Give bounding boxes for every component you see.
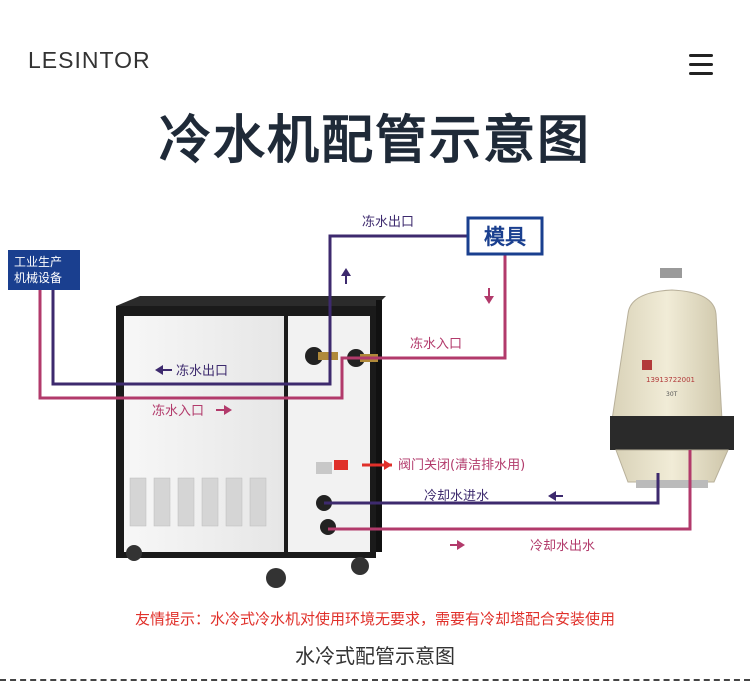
warning-note: 友情提示：水冷式冷水机对使用环境无要求，需要有冷却塔配合安装使用 <box>134 610 615 628</box>
tower-capacity-text: 30T <box>666 391 678 398</box>
tower-phone-text: 13913722001 <box>646 376 695 384</box>
industrial-box-line-2: 机械设备 <box>14 270 62 285</box>
label-cooling-out: 冷却水出水 <box>530 539 595 554</box>
mold-box-label: 模具 <box>484 225 526 249</box>
label-chilled-in-left: 冻水入口 <box>152 403 204 419</box>
chiller-unit <box>116 296 386 588</box>
brand-logo-text: LESINTOR <box>28 47 151 73</box>
industrial-equipment-box <box>8 250 80 290</box>
label-cooling-in: 冷却水进水 <box>424 489 489 504</box>
mold-box <box>466 216 544 256</box>
page-title: 冷水机配管示意图 <box>158 111 591 171</box>
industrial-box-line-1: 工业生产 <box>14 255 62 269</box>
flow-arrows <box>155 268 556 501</box>
supply-line <box>51 234 660 505</box>
label-valve-note: 阀门关闭(清洁排水用) <box>398 458 525 473</box>
label-chilled-out-left: 冻水出口 <box>176 363 228 379</box>
diagram-caption: 水冷式配管示意图 <box>295 644 455 668</box>
label-chilled-out-top: 冻水出口 <box>362 214 414 230</box>
piping-diagram: 13913722001 30T 工业生产 机械设备 模具 冻水 <box>8 214 734 588</box>
dashed-divider <box>0 679 750 681</box>
cooling-tower: 13913722001 30T <box>610 268 734 488</box>
hamburger-menu-icon[interactable] <box>689 54 713 76</box>
label-chilled-in-right: 冻水入口 <box>410 336 462 352</box>
